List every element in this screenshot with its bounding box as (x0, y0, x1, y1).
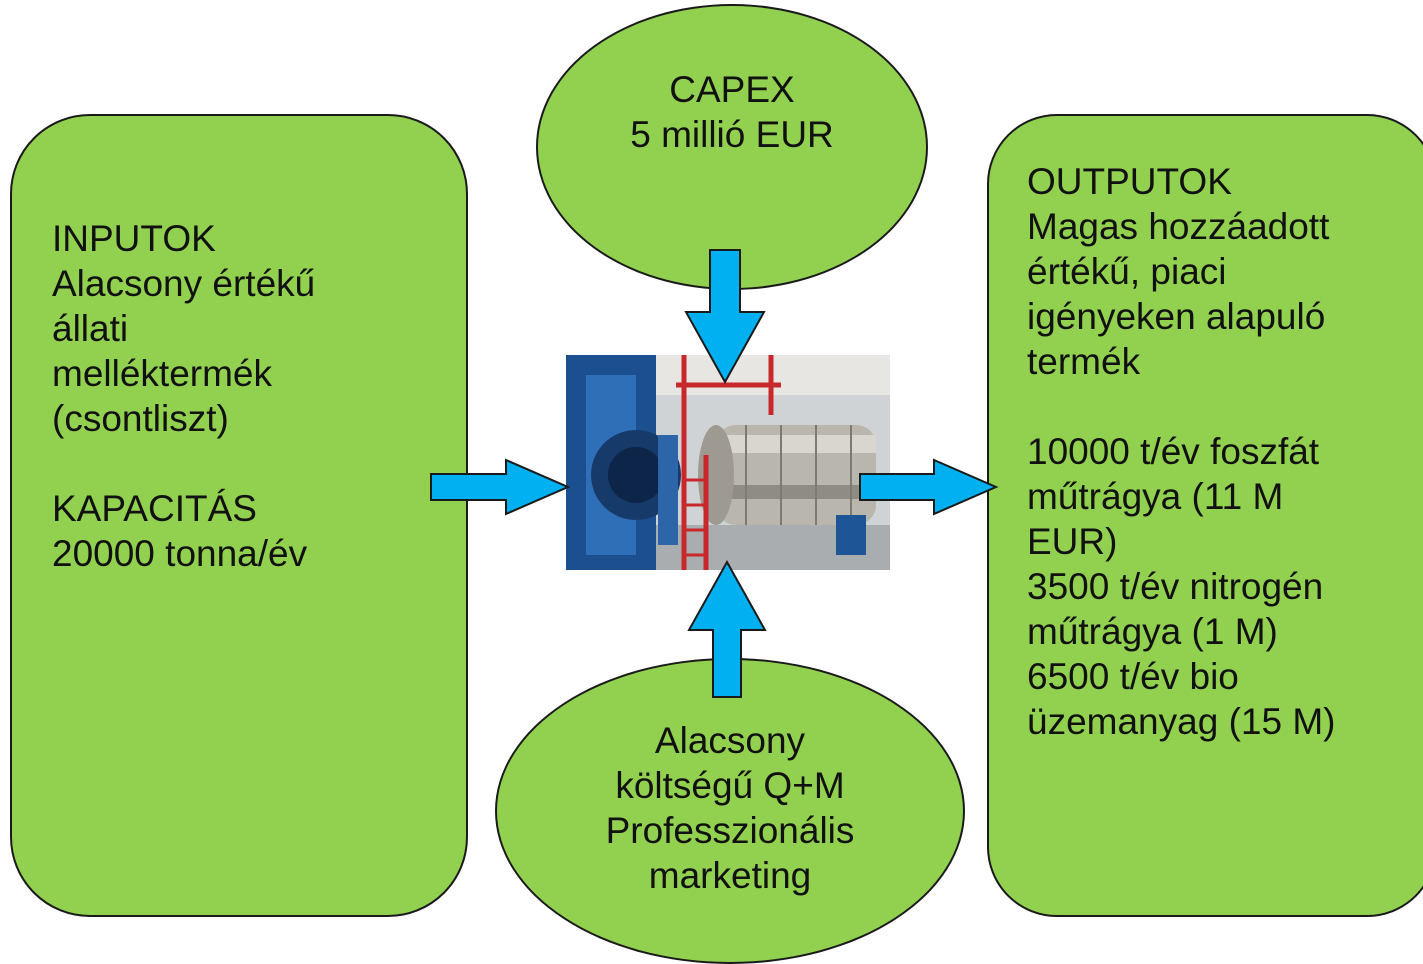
inputs-line: állati (52, 308, 129, 349)
product-line: 3500 t/év nitrogén (1027, 566, 1324, 607)
product-line: EUR) (1027, 521, 1118, 562)
product-line: műtrágya (11 M (1027, 476, 1284, 517)
inputs-text: INPUTOK Alacsony értékű állati mellékter… (52, 216, 315, 576)
opex-line: marketing (648, 855, 812, 896)
output-arrow (859, 458, 999, 516)
product-line: 10000 t/év foszfát (1027, 431, 1320, 472)
product-line: üzemanyag (15 M) (1027, 701, 1336, 742)
input-arrow (430, 458, 571, 516)
capacity-value: 20000 tonna/év (52, 533, 308, 574)
outputs-box (987, 114, 1423, 917)
outputs-title: OUTPUTOK (1027, 161, 1232, 202)
outputs-line: igényeken alapuló (1027, 296, 1326, 337)
outputs-line: termék (1027, 341, 1141, 382)
opex-text: Alacsony költségű Q+M Professzionális ma… (495, 718, 965, 898)
inputs-line: (csontliszt) (52, 398, 229, 439)
capex-text: CAPEX 5 millió EUR (536, 67, 928, 157)
capex-value: 5 millió EUR (630, 114, 834, 155)
capex-ellipse (536, 4, 928, 290)
opex-up-arrow (687, 559, 767, 698)
opex-line: Alacsony (654, 720, 806, 761)
processing-plant-photo (566, 355, 890, 570)
inputs-box (10, 114, 468, 917)
inputs-title: INPUTOK (52, 218, 216, 259)
product-line: műtrágya (1 M) (1027, 611, 1278, 652)
inputs-line: melléktermék (52, 353, 272, 394)
inputs-line: Alacsony értékű (52, 263, 316, 304)
capex-down-arrow (684, 249, 766, 385)
capacity-title: KAPACITÁS (52, 488, 257, 529)
product-line: 6500 t/év bio (1027, 656, 1239, 697)
outputs-line: értékű, piaci (1027, 251, 1227, 292)
capex-title: CAPEX (669, 69, 795, 110)
outputs-line: Magas hozzáadott (1027, 206, 1330, 247)
outputs-text: OUTPUTOK Magas hozzáadott értékű, piaci … (1027, 159, 1335, 744)
opex-line: költségű Q+M (615, 765, 845, 806)
opex-line: Professzionális (605, 810, 855, 851)
